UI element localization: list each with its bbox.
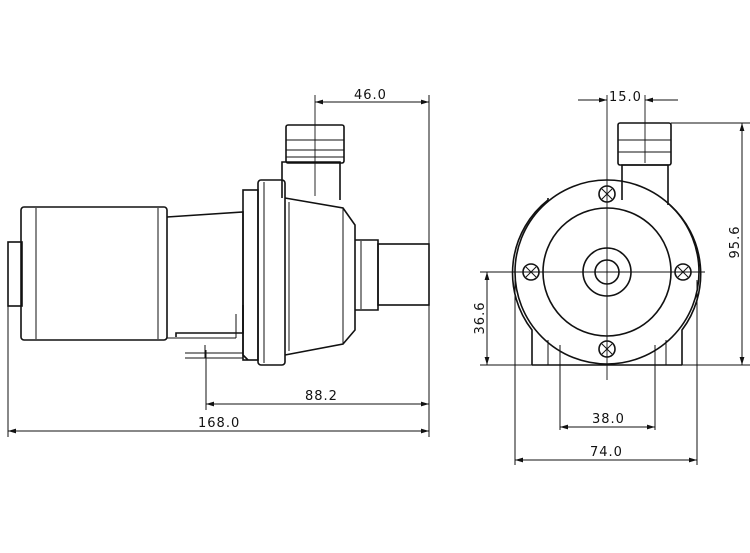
front-extension-lines bbox=[480, 122, 750, 465]
outlet-nozzle bbox=[281, 95, 345, 200]
pump-housing bbox=[284, 197, 356, 356]
dim-label-38: 38.0 bbox=[592, 412, 625, 427]
front-view: 15.0 95.6 36.6 38.0 74.0 bbox=[473, 90, 750, 465]
motor-neck bbox=[166, 211, 244, 339]
dim-label-74: 74.0 bbox=[590, 445, 623, 460]
dim-label-36-6: 36.6 bbox=[473, 302, 488, 335]
dim-label-88-2: 88.2 bbox=[305, 389, 338, 404]
motor-body bbox=[20, 206, 168, 341]
motor-end-cap bbox=[7, 241, 23, 307]
dim-label-95-6: 95.6 bbox=[728, 226, 743, 259]
flange bbox=[242, 179, 286, 366]
dim-outlet-offset: 15.0 bbox=[578, 90, 678, 105]
dim-outlet-to-end: 46.0 bbox=[315, 88, 429, 105]
front-centerlines bbox=[480, 95, 705, 380]
dim-flange-to-end: 88.2 bbox=[206, 389, 429, 407]
front-outlet-nozzle bbox=[617, 122, 672, 205]
dim-label-168: 168.0 bbox=[198, 416, 240, 431]
dim-overall-width: 74.0 bbox=[515, 445, 697, 463]
dim-mount-height: 36.6 bbox=[473, 272, 490, 365]
dim-label-15: 15.0 bbox=[609, 90, 642, 105]
side-view: 46.0 88.2 168.0 bbox=[7, 88, 430, 437]
dim-overall-length: 168.0 bbox=[8, 416, 429, 434]
dim-overall-height: 95.6 bbox=[728, 123, 745, 365]
side-extension-lines bbox=[7, 95, 430, 437]
inlet-nozzle bbox=[355, 239, 430, 311]
dim-mount-hole-spacing: 38.0 bbox=[560, 412, 655, 430]
dim-label-46: 46.0 bbox=[354, 88, 387, 103]
